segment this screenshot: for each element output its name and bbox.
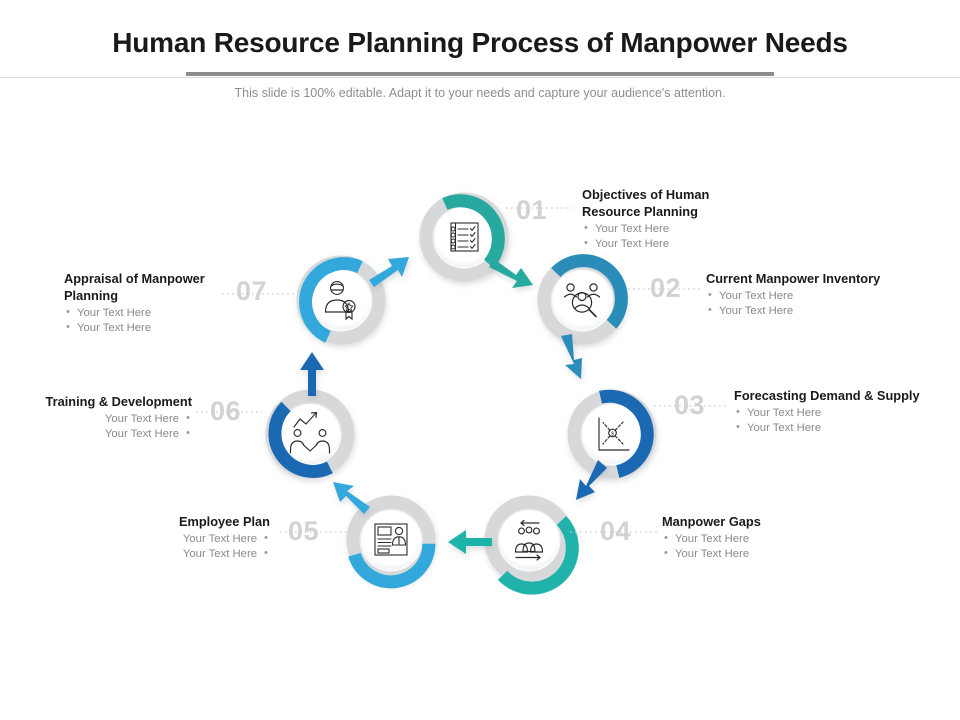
step-bullet: Your Text Here: [734, 420, 954, 436]
step-number-02: 02: [650, 273, 682, 303]
step-bullet: Your Text Here: [54, 531, 270, 547]
step-bullet: Your Text Here: [582, 221, 762, 237]
step-title-03: Forecasting Demand & Supply: [734, 388, 920, 403]
ring-inner-03: [582, 404, 642, 464]
step-bullet: Your Text Here: [64, 320, 222, 336]
flow-arrow-04-05: [448, 530, 492, 554]
people-search-icon: [563, 283, 601, 318]
step-bullets-06: Your Text Here Your Text Here: [20, 411, 192, 442]
step-text-01: Objectives of Human Resource Planning Yo…: [582, 186, 762, 252]
step-title-05: Employee Plan: [178, 514, 270, 529]
step-ring-06[interactable]: [265, 389, 355, 479]
person-award-icon: [324, 281, 356, 321]
step-title-02: Current Manpower Inventory: [706, 271, 881, 286]
ring-inner-06: [280, 404, 340, 464]
step-ring-01[interactable]: [419, 192, 509, 282]
ring-progress-03: [599, 389, 654, 478]
step-number-07: 07: [236, 276, 268, 306]
connector-lines: [196, 207, 728, 533]
step-text-02: Current Manpower Inventory Your Text Her…: [706, 270, 936, 319]
handshake-growth-icon: [289, 411, 331, 454]
step-bullets-03: Your Text Here Your Text Here: [734, 405, 954, 436]
step-title-07: Appraisal of Manpower Planning: [64, 271, 205, 303]
step-bullet: Your Text Here: [662, 531, 862, 547]
step-text-04: Manpower Gaps Your Text Here Your Text H…: [662, 513, 862, 562]
svg-text:$: $: [611, 432, 614, 438]
cycle-graphics: $: [196, 192, 728, 595]
flow-arrow-05-06: [333, 482, 370, 514]
title-underline-bar: [186, 72, 774, 76]
step-bullet: Your Text Here: [734, 405, 954, 421]
step-number-01: 01: [516, 195, 548, 225]
ring-progress-04: [497, 515, 579, 595]
header-divider-line: [0, 77, 960, 78]
ring-progress-05: [348, 543, 436, 589]
step-bullets-05: Your Text Here Your Text Here: [54, 531, 270, 562]
group-arrows-icon: [514, 519, 544, 561]
circular-process-diagram: $: [0, 120, 960, 680]
ring-progress-02: [551, 254, 628, 329]
step-bullet: Your Text Here: [20, 411, 192, 427]
step-text-03: Forecasting Demand & Supply Your Text He…: [734, 387, 954, 436]
slide-header: Human Resource Planning Process of Manpo…: [0, 0, 960, 115]
step-bullets-07: Your Text Here Your Text Here: [64, 305, 222, 336]
step-bullet: Your Text Here: [54, 546, 270, 562]
flow-arrow-02-03: [561, 334, 582, 379]
step-bullets-04: Your Text Here Your Text Here: [662, 531, 862, 562]
page-title: Human Resource Planning Process of Manpo…: [112, 27, 848, 58]
flow-arrow-03-04: [576, 460, 607, 500]
ring-progress-06: [268, 401, 333, 478]
step-number-03: 03: [674, 390, 706, 420]
flow-arrow-06-07: [300, 352, 324, 396]
step-bullet: Your Text Here: [582, 236, 762, 252]
step-text-06: Training & Development Your Text Here Yo…: [20, 393, 192, 442]
step-ring-03[interactable]: $: [567, 389, 657, 479]
step-ring-07[interactable]: [296, 255, 386, 345]
step-bullets-02: Your Text Here Your Text Here: [706, 288, 936, 319]
ring-inner-04: [499, 510, 559, 570]
step-text-07: Appraisal of Manpower Planning Your Text…: [64, 270, 222, 336]
step-ring-04[interactable]: [484, 495, 579, 595]
step-title-04: Manpower Gaps: [662, 514, 761, 529]
step-number-05: 05: [288, 516, 320, 546]
presentation-person-icon: [374, 523, 408, 556]
forecast-chart-icon: $: [598, 417, 630, 451]
step-bullet: Your Text Here: [706, 303, 936, 319]
flow-arrow-01-02: [489, 259, 533, 288]
step-bullet: Your Text Here: [706, 288, 936, 304]
page-subtitle: This slide is 100% editable. Adapt it to…: [234, 86, 726, 100]
step-bullets-01: Your Text Here Your Text Here: [582, 221, 762, 252]
step-bullet: Your Text Here: [64, 305, 222, 321]
step-number-04: 04: [600, 516, 632, 546]
step-title-01: Objectives of Human Resource Planning: [582, 187, 710, 219]
flow-arrow-07-01: [369, 257, 409, 287]
step-bullet: Your Text Here: [20, 426, 192, 442]
step-bullet: Your Text Here: [662, 546, 862, 562]
ring-progress-07: [299, 257, 363, 343]
ring-progress-01: [442, 194, 505, 269]
step-text-05: Employee Plan Your Text Here Your Text H…: [54, 513, 270, 562]
checklist-icon: [450, 222, 479, 252]
step-ring-02[interactable]: [537, 254, 628, 345]
step-ring-05[interactable]: [346, 495, 436, 589]
step-number-06: 06: [210, 396, 242, 426]
step-title-06: Training & Development: [45, 394, 192, 409]
